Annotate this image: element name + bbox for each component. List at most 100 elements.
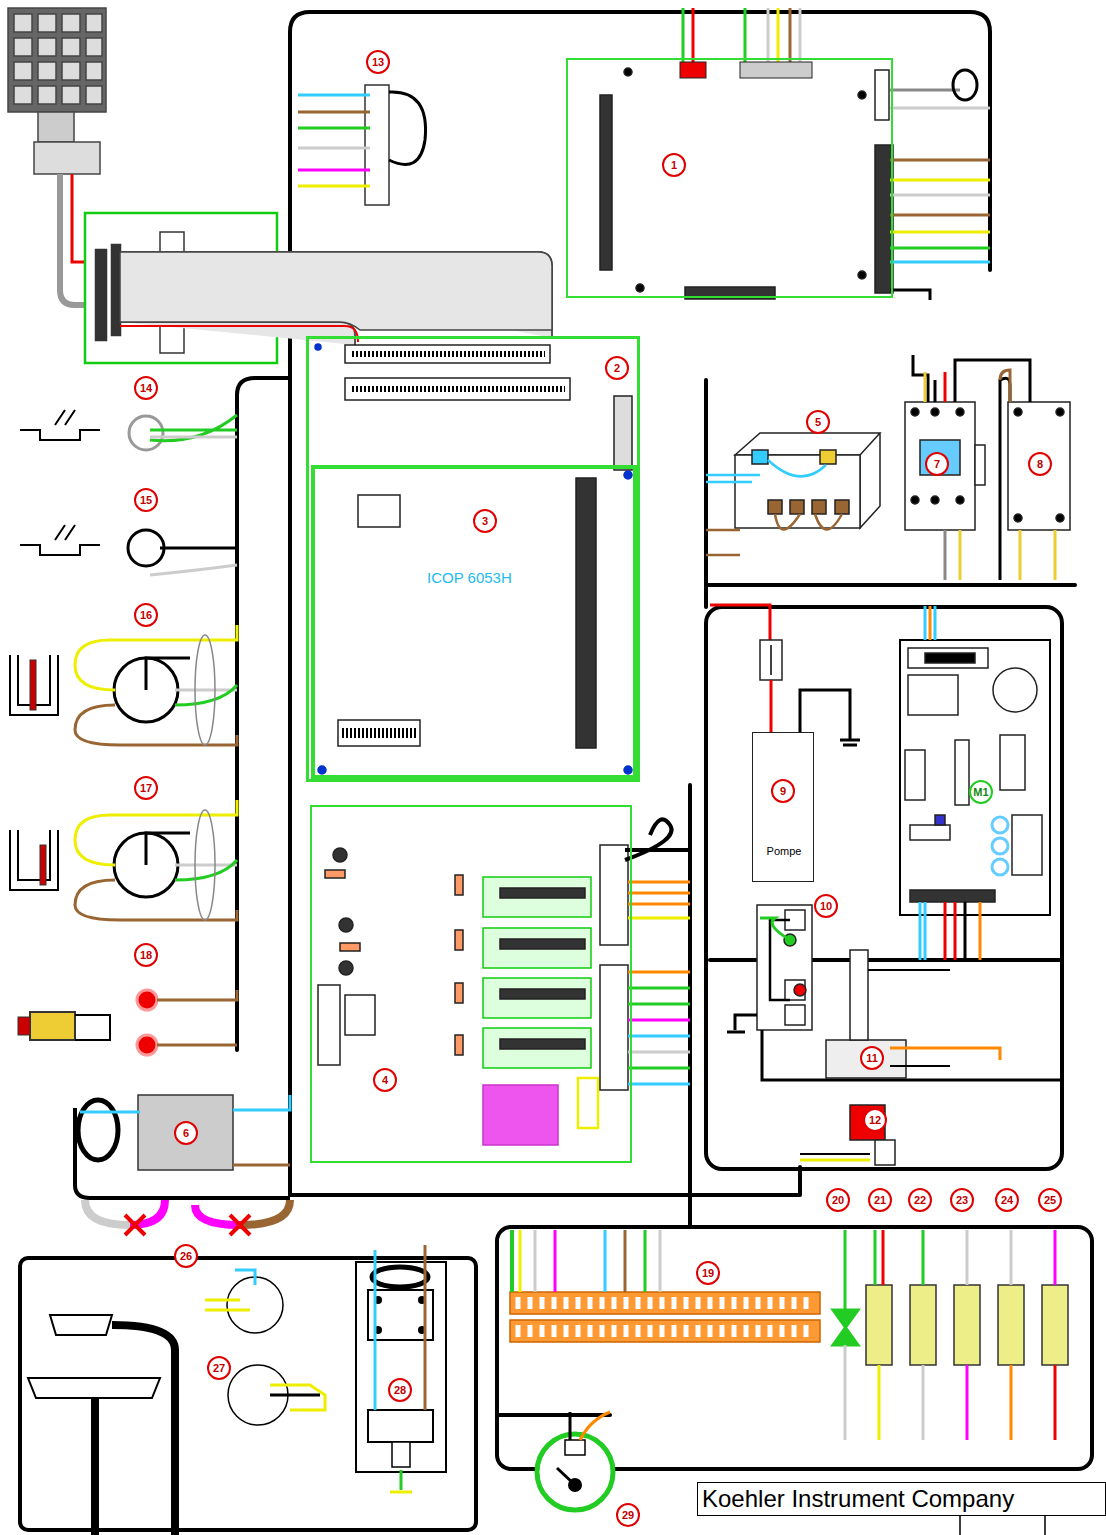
right-components-part	[931, 408, 939, 416]
potentiometer-part	[537, 1434, 613, 1510]
sensor-symbols-part	[160, 547, 237, 550]
callout-number: 15	[134, 488, 158, 512]
right-components-part	[1014, 408, 1022, 416]
right-components-part	[900, 640, 1050, 915]
sensor-symbols-part	[157, 1044, 237, 1047]
fuse-holders-part	[1054, 1365, 1057, 1440]
callout-number: 25	[1038, 1188, 1062, 1212]
sensor-symbols-part	[175, 689, 237, 692]
sensor-symbols	[10, 410, 237, 1055]
callout-number: 16	[134, 603, 158, 627]
right-components-part	[944, 372, 947, 402]
potentiometer	[537, 1412, 613, 1510]
callout-number: 8	[1028, 452, 1052, 476]
rotary-switch-part	[80, 1111, 140, 1114]
enclosure-line-part	[237, 378, 290, 1050]
right-components-part	[960, 530, 1055, 580]
enclosure-line	[20, 12, 1092, 1530]
right-components-part	[945, 902, 955, 960]
right-components-part	[762, 1030, 1062, 1080]
right-components-part	[710, 605, 770, 640]
potentiometer-part	[565, 1440, 585, 1455]
fuse-holders-part	[866, 1285, 892, 1365]
relay-board-detail-part	[325, 870, 345, 878]
right-components-part	[956, 408, 964, 416]
right-components-part	[770, 645, 772, 675]
relay-board-detail-part	[500, 888, 585, 898]
keypad-part	[34, 142, 100, 174]
terminal-strip-part	[624, 1230, 627, 1292]
bottom-left-panel-part	[424, 1245, 427, 1410]
right-components-part	[760, 640, 782, 680]
enclosure-line-part	[497, 1227, 1092, 1469]
callout-number: 4	[373, 1068, 397, 1092]
keypad-part	[62, 14, 80, 32]
board-detail-part	[342, 728, 416, 738]
bottom-left-panel-part	[368, 1410, 433, 1442]
top-wires-part	[744, 8, 747, 70]
right-components-part	[1014, 514, 1022, 522]
sensor-symbols-part	[30, 660, 36, 710]
fuse-holders-part	[844, 1230, 847, 1310]
sensor-symbols-part	[75, 1015, 110, 1040]
connector-13-part	[298, 147, 370, 150]
right-components-part	[1056, 408, 1064, 416]
board-detail-part	[624, 68, 632, 76]
interface-board-part	[96, 250, 106, 340]
fuse-holders-part	[1042, 1285, 1068, 1365]
top-wires-part	[890, 89, 960, 92]
callout-number: 1	[662, 153, 686, 177]
fuse-holders	[833, 1230, 1068, 1440]
right-components	[706, 355, 1070, 1165]
board-detail-part	[858, 271, 866, 279]
connector-13-part	[298, 111, 370, 114]
top-wires-part	[890, 214, 990, 217]
rotary-switch-part	[240, 1200, 290, 1225]
relay-board: 4	[310, 805, 632, 1163]
interface-board-part	[112, 245, 120, 335]
fuse-holders-part	[833, 1310, 858, 1345]
enclosure-line-part	[290, 12, 990, 1195]
terminal-strip-part	[518, 1325, 806, 1337]
relay-board-detail-part	[500, 1039, 585, 1049]
right-components-part	[727, 1015, 757, 1032]
right-components-part	[757, 905, 812, 1030]
right-components-part	[924, 372, 927, 402]
fuse-holders-part	[882, 1230, 885, 1285]
relay-board-detail-part	[500, 939, 585, 949]
potentiometer-part	[557, 1468, 575, 1485]
bottom-left-panel-part	[400, 1470, 403, 1490]
rotary-switch	[75, 1095, 290, 1235]
fuse-holders-part	[966, 1365, 969, 1440]
rotary-switch-part	[233, 1095, 290, 1110]
cpu-board: 3ICOP 6053H	[311, 465, 637, 779]
potentiometer-part	[580, 1412, 610, 1440]
board-detail-part	[875, 145, 893, 293]
right-components-part	[706, 460, 826, 482]
relay-board-detail-part	[483, 1028, 591, 1068]
callout-number: 19	[696, 1261, 720, 1285]
rotary-switch-part	[233, 1164, 290, 1167]
terminal-strip-part	[510, 1292, 820, 1314]
callout-number: 11	[860, 1046, 884, 1070]
right-components-part	[800, 1159, 870, 1162]
top-wires-part	[799, 8, 802, 70]
top-wires-part	[682, 8, 685, 70]
rotary-switch-part	[85, 1200, 130, 1225]
fuse-holders-part	[954, 1285, 980, 1365]
right-components-part	[1012, 815, 1042, 875]
right-components-part	[931, 496, 939, 504]
sensor-symbols-part	[150, 415, 237, 441]
sensor-symbols-part	[195, 810, 215, 920]
enclosure-line-part	[704, 380, 708, 607]
connector-13	[298, 85, 426, 205]
sensor-symbols-part	[137, 1035, 157, 1055]
right-components-part	[944, 530, 947, 580]
relay-board-detail-part	[600, 845, 628, 945]
terminal-strip-part	[510, 1230, 514, 1292]
keypad-part	[38, 38, 56, 56]
bottom-left-panel-part	[28, 1378, 160, 1398]
enclosure-line-part	[706, 607, 1062, 1169]
bottom-left-panel-part	[368, 1290, 433, 1340]
keypad-part	[38, 112, 74, 142]
